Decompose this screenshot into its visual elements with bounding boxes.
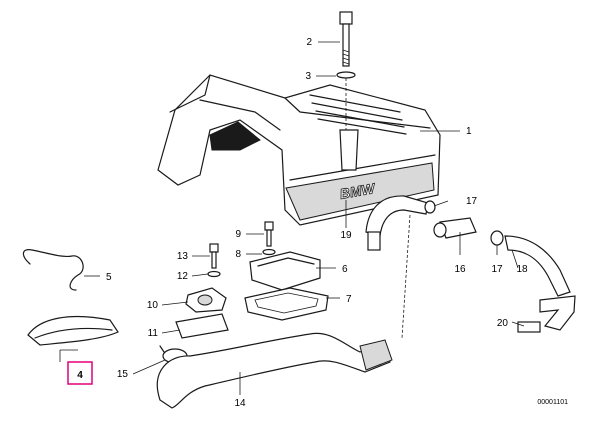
callout-2[interactable]: 2: [306, 37, 312, 48]
leader-lines: [59, 41, 525, 395]
bolt-part[interactable]: [339, 11, 353, 67]
elbow-fitting-part[interactable]: [517, 295, 576, 333]
callout-7[interactable]: 7: [346, 294, 352, 305]
cover-logo: BMW: [339, 180, 378, 202]
callout-18[interactable]: 18: [516, 264, 528, 275]
engine-cover-part[interactable]: BMW: [157, 74, 441, 226]
callout-5[interactable]: 5: [106, 272, 112, 283]
callout-8[interactable]: 8: [235, 249, 241, 260]
small-clamp-part-a[interactable]: [424, 200, 436, 214]
callout-9[interactable]: 9: [235, 229, 241, 240]
callout-6[interactable]: 6: [342, 264, 348, 275]
gasket-part[interactable]: [244, 287, 329, 321]
callout-19[interactable]: 19: [340, 230, 352, 241]
housing-part[interactable]: [249, 251, 321, 291]
cover-cap-part[interactable]: [27, 315, 119, 346]
wire-clip-part[interactable]: [22, 249, 84, 291]
callout-15[interactable]: 15: [117, 369, 129, 380]
thermostat-housing-part[interactable]: [185, 287, 227, 313]
valve-part[interactable]: [433, 217, 477, 239]
highlight-box: [67, 361, 93, 385]
small-gasket-part[interactable]: [175, 313, 229, 339]
callout-1[interactable]: 1: [466, 126, 472, 137]
callout-10[interactable]: 10: [147, 300, 159, 311]
callout-17-top[interactable]: 17: [466, 196, 478, 207]
callout-3[interactable]: 3: [305, 71, 311, 82]
washer-part-8[interactable]: [262, 248, 276, 256]
callout-14[interactable]: 14: [234, 398, 246, 409]
callouts: 2 3 1 5 6 7 8 9 10 11 12 13 14 15 16 17 …: [67, 37, 528, 409]
callout-16[interactable]: 16: [454, 264, 466, 275]
callout-17-bottom[interactable]: 17: [491, 264, 503, 275]
coolant-hose-part[interactable]: [156, 332, 393, 409]
connector-hose-part[interactable]: [504, 235, 571, 297]
callout-11[interactable]: 11: [148, 328, 159, 339]
callout-13[interactable]: 13: [177, 251, 189, 262]
diagram-number: 00001101: [537, 399, 568, 406]
bolt-part-9[interactable]: [264, 221, 274, 247]
small-clamp-part-b[interactable]: [490, 230, 504, 246]
callout-4[interactable]: 4: [77, 370, 83, 381]
stud-part[interactable]: [207, 243, 221, 278]
washer-part[interactable]: [336, 71, 356, 79]
callout-20[interactable]: 20: [497, 318, 509, 329]
callout-12[interactable]: 12: [177, 271, 189, 282]
